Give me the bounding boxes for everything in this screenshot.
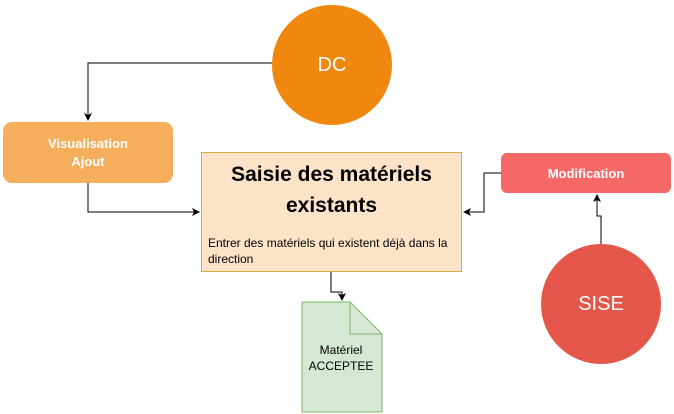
document-label-line1: Matériel — [319, 343, 363, 357]
saisie-description: Entrer des matériels qui existent déjà d… — [208, 236, 448, 266]
visualisation-label: Visualisation — [48, 135, 128, 151]
saisie-materiels-node[interactable]: Saisie des matériels existants Entrer de… — [201, 152, 462, 272]
document-shape — [301, 301, 383, 413]
dc-label: DC — [317, 53, 347, 76]
visualisation-ajout-node[interactable]: Visualisation Ajout — [3, 122, 173, 183]
edge-modification-to-saisie — [463, 172, 501, 216]
document-label: Matériel ACCEPTEE — [301, 342, 381, 374]
modification-node[interactable]: Modification — [501, 153, 671, 193]
edge-visualisation-to-saisie — [87, 183, 200, 216]
edge-sise-to-modification — [593, 194, 602, 244]
document-fold — [349, 302, 382, 335]
edge-dc-to-visualisation — [84, 62, 272, 121]
ajout-label: Ajout — [71, 153, 105, 169]
edge-saisie-to-document — [330, 272, 346, 301]
saisie-title: Saisie des matériels existants — [231, 163, 432, 217]
dc-node[interactable]: DC — [272, 5, 392, 125]
sise-label: SISE — [578, 292, 624, 315]
modification-label: Modification — [547, 165, 625, 181]
document-label-line2: ACCEPTEE — [308, 359, 374, 373]
sise-node[interactable]: SISE — [541, 244, 661, 364]
